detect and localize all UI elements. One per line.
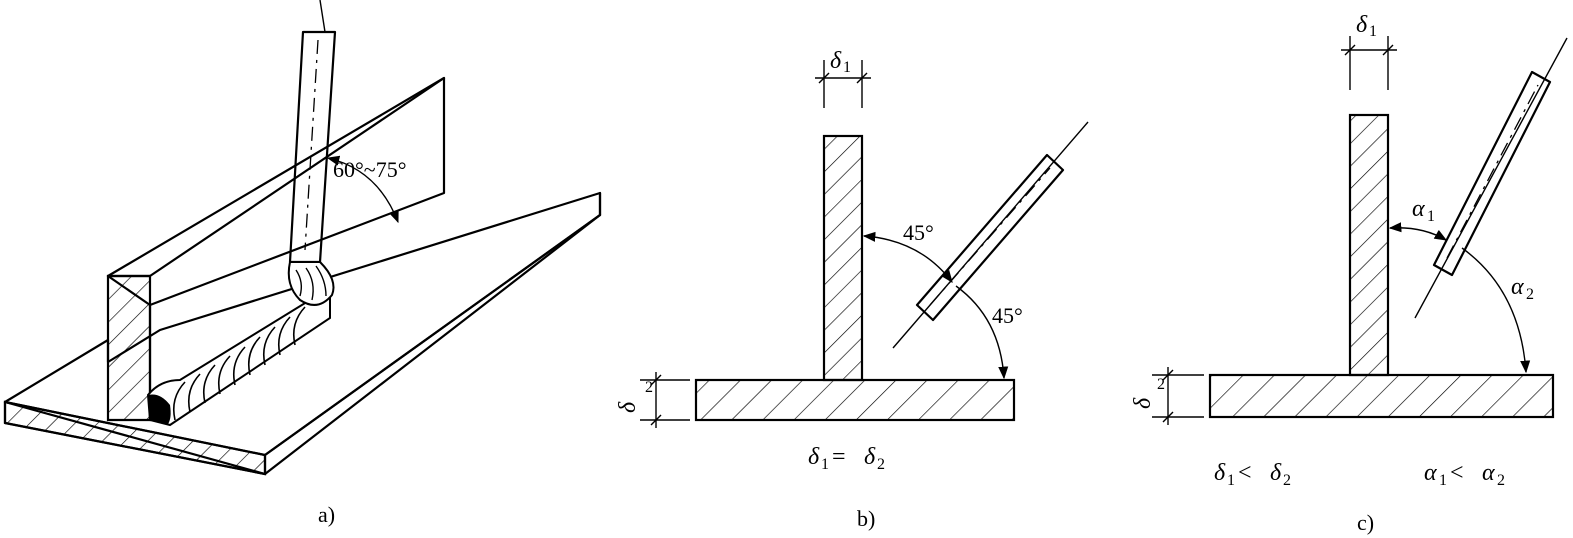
caption-b: b) — [857, 506, 875, 531]
web-plate-b — [822, 134, 864, 382]
caption-c: c) — [1357, 510, 1374, 535]
relation-c-ang-right: α — [1482, 460, 1495, 486]
angle-1-symbol-c: α — [1412, 196, 1425, 222]
thickness-2-symbol-b: δ — [615, 401, 641, 413]
dim-thickness-1-b — [815, 60, 871, 108]
web-plate-c — [1348, 113, 1390, 377]
angle-1-sub-c: 1 — [1427, 208, 1435, 225]
relation-angle-c: α 1 < α 2 — [1424, 460, 1505, 489]
dim-thickness-2-b — [640, 372, 690, 428]
relation-b: δ 1 = δ 2 — [808, 444, 885, 473]
relation-c-ang-left: α — [1424, 460, 1437, 486]
relation-c-th-op: < — [1238, 460, 1252, 486]
electrode-a — [287, 0, 337, 306]
weld-bead — [146, 295, 331, 427]
angle-arc-lower-b — [955, 285, 1009, 380]
base-plate — [3, 191, 602, 476]
relation-thickness-c: δ 1 < δ 2 — [1214, 460, 1291, 489]
thickness-1-symbol-c: δ — [1356, 12, 1368, 38]
angle-arc-upper-b — [862, 231, 953, 284]
caption-a: a) — [318, 502, 335, 527]
relation-b-right: δ — [864, 444, 876, 470]
flange-plate-c — [1208, 373, 1555, 419]
panel-b: δ 1 δ 2 45° 45° δ 1 = δ 2 — [615, 48, 1089, 531]
panel-c: δ 1 δ 2 α 1 α 2 δ 1 < δ 2 — [1130, 12, 1568, 535]
angle-lower-label-b: 45° — [992, 303, 1023, 328]
relation-b-op: = — [832, 444, 846, 470]
thickness-2-sub-b: 2 — [645, 379, 653, 396]
relation-c-ang-left-sub: 1 — [1439, 472, 1447, 489]
relation-c-th-right: δ — [1270, 460, 1282, 486]
angle-2-sub-c: 2 — [1526, 286, 1534, 303]
angle-arc-1-c — [1388, 222, 1448, 241]
thickness-2-sub-c: 2 — [1157, 376, 1165, 393]
angle-arc-2-c — [1461, 247, 1531, 374]
angle-upper-label-b: 45° — [903, 220, 934, 245]
angle-label-a: 60°~75° — [333, 157, 407, 182]
relation-b-right-sub: 2 — [877, 456, 885, 473]
thickness-1-sub-c: 1 — [1369, 23, 1377, 40]
vertical-plate — [106, 76, 446, 422]
relation-c-ang-op: < — [1450, 460, 1464, 486]
relation-c-th-left-sub: 1 — [1227, 472, 1235, 489]
thickness-2-symbol-c: δ — [1130, 397, 1156, 409]
dim-thickness-2-c — [1152, 367, 1204, 425]
angle-2-symbol-c: α — [1511, 274, 1524, 300]
electrode-c — [1414, 37, 1568, 319]
relation-c-ang-right-sub: 2 — [1497, 472, 1505, 489]
relation-c-th-right-sub: 2 — [1283, 472, 1291, 489]
relation-c-th-left: δ — [1214, 460, 1226, 486]
panel-a: 60°~75° a) — [3, 0, 602, 527]
flange-plate-b — [694, 378, 1016, 422]
relation-b-left: δ — [808, 444, 820, 470]
dim-thickness-1-c — [1341, 36, 1397, 90]
relation-b-left-sub: 1 — [821, 456, 829, 473]
thickness-1-sub-b: 1 — [843, 59, 851, 76]
angle-arc-a — [326, 155, 399, 224]
thickness-1-symbol-b: δ — [830, 48, 842, 74]
